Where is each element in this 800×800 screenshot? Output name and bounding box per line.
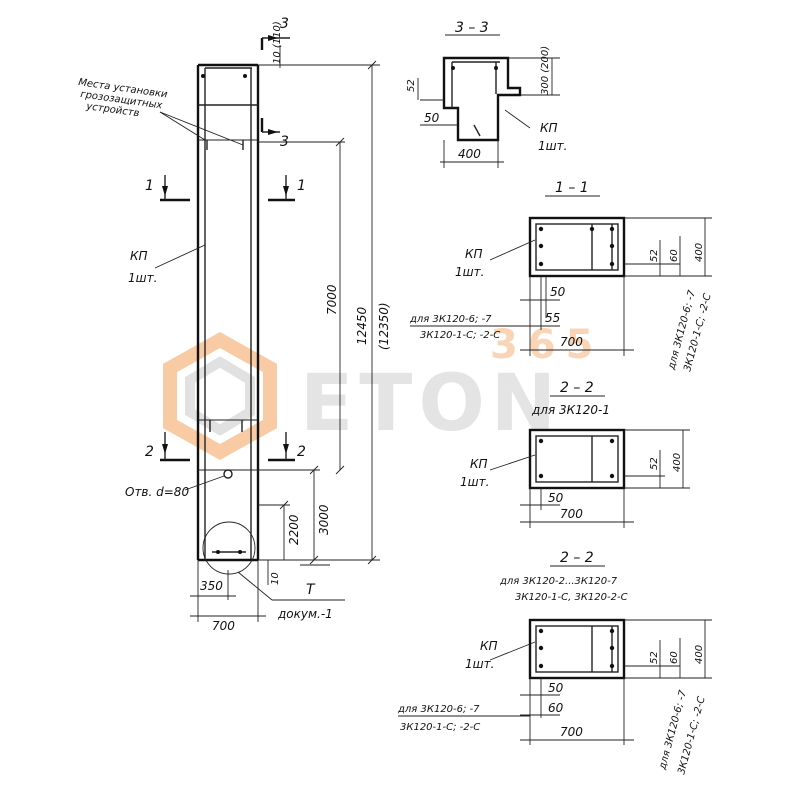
sec2b-dim-700: 700: [560, 725, 583, 739]
bottom-dimensions: 350 700: [190, 560, 266, 633]
sec3-dim-52: 52: [406, 79, 417, 92]
vertical-dimensions: 7000 12450 (12350) 3000 2200 10: [258, 60, 391, 585]
sec2b-dim-52: 52: [649, 651, 660, 664]
sec1-title: 1 – 1: [555, 180, 589, 196]
sec1-dim-60: 60: [669, 249, 680, 262]
column-elevation: [196, 63, 260, 575]
sec2b-sub1: для 3К120-2...3К120-7: [499, 576, 618, 587]
watermark-logo-icon: [163, 331, 277, 461]
kp-main-text: КП: [130, 249, 148, 263]
sec2a-title: 2 – 2: [560, 380, 594, 396]
sec2a-kp: КП: [470, 457, 488, 471]
kp-label-main: КП 1шт.: [128, 244, 206, 285]
sec1-dim-50: 50: [550, 285, 566, 299]
watermark: ETON 365: [163, 322, 604, 461]
sec2a-dim-52: 52: [649, 457, 660, 470]
section-2-2-b: 2 – 2 для 3К120-2...3К120-7 3К120-1-С, 3…: [397, 550, 712, 776]
dim-12350: (12350): [377, 302, 391, 350]
dim-7000: 7000: [325, 284, 339, 315]
sec2b-sub2: 3К120-1-С, 3К120-2-С: [515, 592, 628, 603]
sec2b-dim-60: 60: [669, 651, 680, 664]
section-mark-2: 2 2: [145, 432, 306, 462]
sec1-var-top-1: для 3К120-6; -7: [409, 314, 492, 325]
sec2a-sub: для 3К120-1: [531, 403, 610, 417]
sec2b-dim-400: 400: [694, 645, 705, 664]
hole-label: Отв. d=80: [125, 475, 225, 499]
dim-12450: 12450: [355, 306, 369, 345]
dokum-label: докум.-1: [277, 607, 333, 621]
t-callout: Т докум.-1: [237, 571, 345, 621]
dim-10: 10: [270, 572, 281, 585]
section-2-2-a: 2 – 2 для 3К120-1 КП 1шт. 52 400 50 700: [460, 380, 690, 528]
dim-2200: 2200: [287, 514, 301, 545]
sec2b-kp-qty: 1шт.: [465, 657, 494, 671]
dim-10-110: 10 (110): [272, 21, 283, 68]
section-mark-1: 1 1: [145, 175, 306, 202]
hole-text: Отв. d=80: [125, 485, 189, 499]
sec2b-var-top-2: 3К120-1-С; -2-С: [400, 722, 480, 733]
sec3-kp: КП: [540, 121, 558, 135]
sec3-dim-400: 400: [458, 147, 481, 161]
section-2-label-right: 2: [297, 444, 306, 460]
dim-350: 350: [200, 579, 223, 593]
sec2a-dim-50: 50: [548, 491, 564, 505]
sec1-var-top-2: 3К120-1-С; -2-С: [420, 330, 500, 341]
section-2-label-left: 2: [145, 444, 154, 460]
section-1-1: 1 – 1 КП 1шт. 52 60 400 для 3К120-6; -7 …: [409, 180, 714, 373]
kp-main-qty: 1шт.: [128, 271, 157, 285]
sec3-kp-qty: 1шт.: [538, 139, 567, 153]
grounding-places-label: Места установки грозозащитных устройств: [78, 77, 244, 146]
sec2a-dim-400: 400: [672, 453, 683, 472]
sec2b-dim-60-bottom: 60: [548, 701, 564, 715]
sec2b-var-top-1: для 3К120-6; -7: [397, 704, 480, 715]
sec1-kp-qty: 1шт.: [455, 265, 484, 279]
watermark-number: 365: [490, 322, 604, 368]
sec2b-title: 2 – 2: [560, 550, 594, 566]
sec2b-dim-50: 50: [548, 681, 564, 695]
t-label: Т: [306, 582, 316, 598]
sec2b-kp: КП: [480, 639, 498, 653]
watermark-brand: ETON: [300, 359, 562, 449]
sec3-title: 3 – 3: [455, 20, 489, 36]
sec3-dim-300-200: 300 (200): [540, 46, 551, 95]
section-3-3: 3 – 3 52 50 400 300 (200) КП 1шт.: [406, 20, 567, 168]
section-1-label-right: 1: [297, 178, 306, 194]
section-3-label-top: 3: [280, 16, 289, 32]
sec1-dim-400: 400: [694, 243, 705, 262]
dim-700-main: 700: [212, 619, 235, 633]
sec2a-dim-700: 700: [560, 507, 583, 521]
section-1-label-left: 1: [145, 178, 154, 194]
sec2a-kp-qty: 1шт.: [460, 475, 489, 489]
sec1-dim-52: 52: [649, 249, 660, 262]
sec1-dim-55: 55: [545, 311, 560, 325]
dim-10-110-text: 10 (110): [272, 21, 283, 64]
dim-3000: 3000: [317, 504, 331, 535]
sec1-kp: КП: [465, 247, 483, 261]
sec1-dim-700: 700: [560, 335, 583, 349]
sec3-dim-50: 50: [424, 111, 440, 125]
